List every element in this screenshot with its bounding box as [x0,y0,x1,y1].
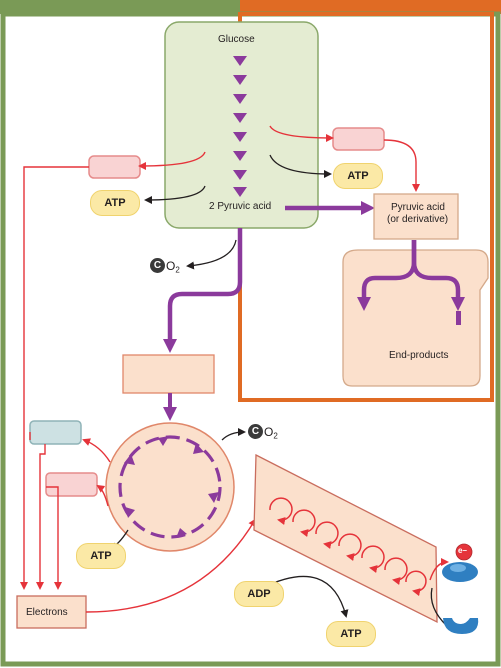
krebs-cycle-arrows [118,435,222,539]
end-products-box [342,249,489,387]
atp-pill-chain: ATP [326,621,376,647]
red-arrow-membrane-to-carrier [429,558,449,581]
intermediate-box [122,354,215,394]
electron-transport-membrane [253,453,438,624]
co2-arrow-cycle [221,428,246,441]
co2-subscript: 2 [175,265,180,275]
electron-carrier-empty [443,618,479,634]
pyruvic-derivative-box [373,193,459,240]
red-arrow-cycle-to-pink [96,484,109,507]
red-arrow-electrons-to-chain [85,518,257,613]
co2-arrow-top [186,239,237,270]
atp-pill-fermentation: ATP [333,163,383,189]
orange-header-bar [240,0,501,14]
carbon-atom-icon: C [150,258,165,274]
krebs-cycle-arrowheads [124,436,219,538]
glycolysis-box [164,21,319,229]
co2-oxygen-text: O [166,258,176,273]
or-derivative-label: (or derivative) [387,214,449,225]
glucose-label: Glucose [218,34,255,45]
electron-transport-loops [269,497,427,597]
adp-pill: ADP [234,581,284,607]
end-product-bar [456,311,461,325]
co2-subscript: 2 [273,431,278,441]
krebs-carrier-teal [29,420,82,445]
purple-fork-right [411,240,465,311]
red-arrow-to-right-carrier [269,125,334,142]
electron-label: e– [458,546,467,555]
fermentation-carrier-right [332,127,385,151]
electron-carrier-loaded [442,543,478,582]
carbon-atom-icon: C [248,424,263,440]
atp-pill-cycle: ATP [76,543,126,569]
end-products-label: End-products [389,350,449,361]
red-arrow-to-left-carrier [138,151,206,170]
red-arrow-cycle-to-teal [82,438,111,463]
glycolysis-carrier-left [88,155,141,179]
krebs-carrier-pink [45,472,98,497]
atp-pill-glycolysis-left: ATP [90,190,140,216]
co2-oxygen-text: O [264,424,274,439]
black-arrow-to-atp-left [144,185,206,204]
purple-arrow-to-intermediate [163,228,243,353]
electrons-box [16,595,87,629]
black-arrow-to-atp-right [269,154,332,178]
glycolysis-arrow-chain [233,56,247,197]
electrons-label: Electrons [26,607,68,618]
red-arrow-carrier-to-pyruvic [383,139,420,192]
green-header-bar [0,0,240,14]
krebs-cycle-circle [105,422,235,552]
two-pyruvic-acid-label: 2 Pyruvic acid [209,201,272,212]
pyruvic-acid-label: Pyruvic acid [391,202,445,213]
electron-flow-lines [20,166,89,590]
